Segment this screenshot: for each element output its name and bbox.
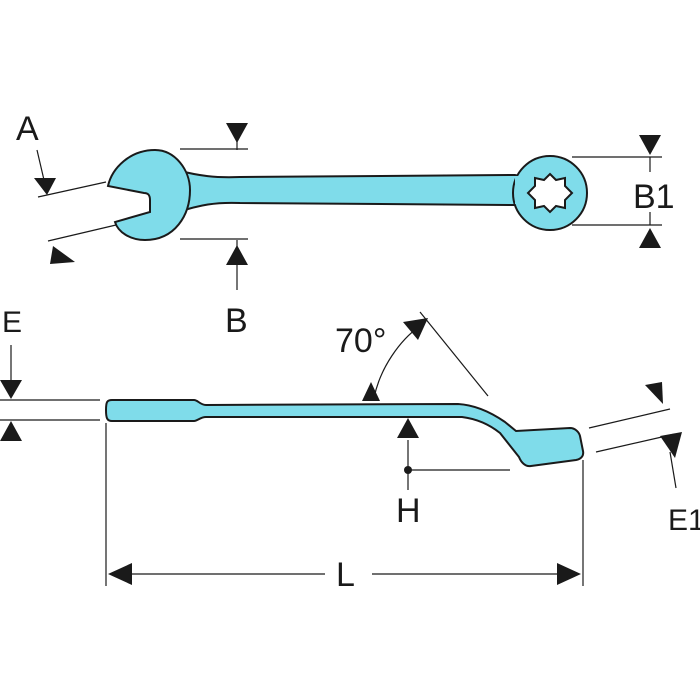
wrench-top-view xyxy=(106,148,588,242)
wrench-side-profile xyxy=(104,399,585,468)
label-angle: 70° xyxy=(335,322,386,360)
open-end-jaw xyxy=(106,148,192,242)
label-E: E xyxy=(2,306,22,339)
label-B1: B1 xyxy=(633,178,675,216)
dimension-E1 xyxy=(588,382,682,489)
dimension-angle xyxy=(362,311,489,401)
label-H: H xyxy=(396,492,421,530)
dimension-B xyxy=(180,123,248,290)
label-A: A xyxy=(16,110,39,148)
wrench-side-view xyxy=(104,399,585,468)
dimension-L xyxy=(105,423,584,586)
dimension-B1 xyxy=(572,135,662,248)
ring-12-point-socket xyxy=(526,172,574,214)
dimension-A xyxy=(34,149,117,264)
dimension-E xyxy=(0,345,100,441)
label-B: B xyxy=(225,302,248,340)
label-L: L xyxy=(336,556,355,594)
label-E1: E1 xyxy=(668,504,700,537)
dimension-H xyxy=(397,418,510,490)
wrench-handle xyxy=(174,168,524,214)
